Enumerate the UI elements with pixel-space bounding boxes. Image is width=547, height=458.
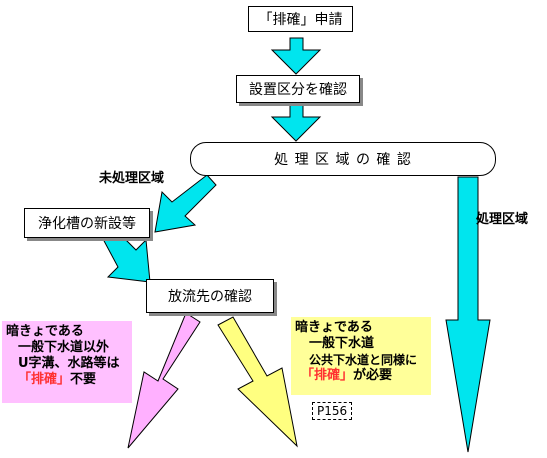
- confirm-classification-label: 設置区分を確認: [249, 82, 347, 98]
- note-left: 暗きょである 一般下水道以外 U字溝、水路等は 「排確」不要: [2, 321, 132, 403]
- application-box: 「排確」申請: [248, 6, 353, 32]
- confirm-classification-box: 設置区分を確認: [236, 75, 360, 103]
- confirm-treatment-area-box: 処 理 区 域 の 確 認: [190, 142, 496, 176]
- treated-area-label: 処理区域: [476, 212, 529, 227]
- new-septic-tank-label: 浄化槽の新設等: [38, 216, 136, 232]
- arrow-to-septic-tank: [154, 174, 217, 233]
- note-left-suffix: 不要: [70, 372, 97, 387]
- confirm-discharge-label: 放流先の確認: [168, 289, 252, 305]
- note-right-line4: 「排確」が必要: [295, 368, 427, 384]
- arrow-yellow-right: [217, 316, 298, 448]
- note-left-line4: 「排確」不要: [6, 372, 128, 388]
- note-right-suffix: が必要: [353, 368, 393, 383]
- arrow-down-application: [270, 37, 322, 75]
- arrow-pink-left: [127, 312, 201, 449]
- confirm-treatment-area-label: 処 理 区 域 の 確 認: [274, 152, 412, 168]
- note-right-emphasis: 「排確」: [301, 368, 354, 383]
- untreated-area-label: 未処理区域: [99, 171, 165, 186]
- note-left-line2: 一般下水道以外: [18, 340, 110, 355]
- note-left-line1: 暗きょである: [6, 324, 84, 339]
- new-septic-tank-box: 浄化槽の新設等: [24, 208, 150, 238]
- note-left-emphasis: 「排確」: [18, 372, 71, 387]
- note-right-line1: 暗きょである: [295, 320, 373, 335]
- arrow-down-classification: [270, 104, 322, 142]
- note-right-line2: 一般下水道: [309, 336, 375, 351]
- application-label: 「排確」申請: [258, 12, 343, 28]
- page-reference: P156: [312, 402, 353, 420]
- note-right: 暗きょである 一般下水道 公共下水道と同様に 「排確」が必要: [291, 317, 431, 395]
- arrow-treated-area-long: [445, 176, 491, 453]
- note-left-line3: U字溝、水路等は: [18, 356, 120, 371]
- note-right-line3: 公共下水道と同様に: [309, 353, 418, 367]
- confirm-discharge-box: 放流先の確認: [146, 279, 274, 313]
